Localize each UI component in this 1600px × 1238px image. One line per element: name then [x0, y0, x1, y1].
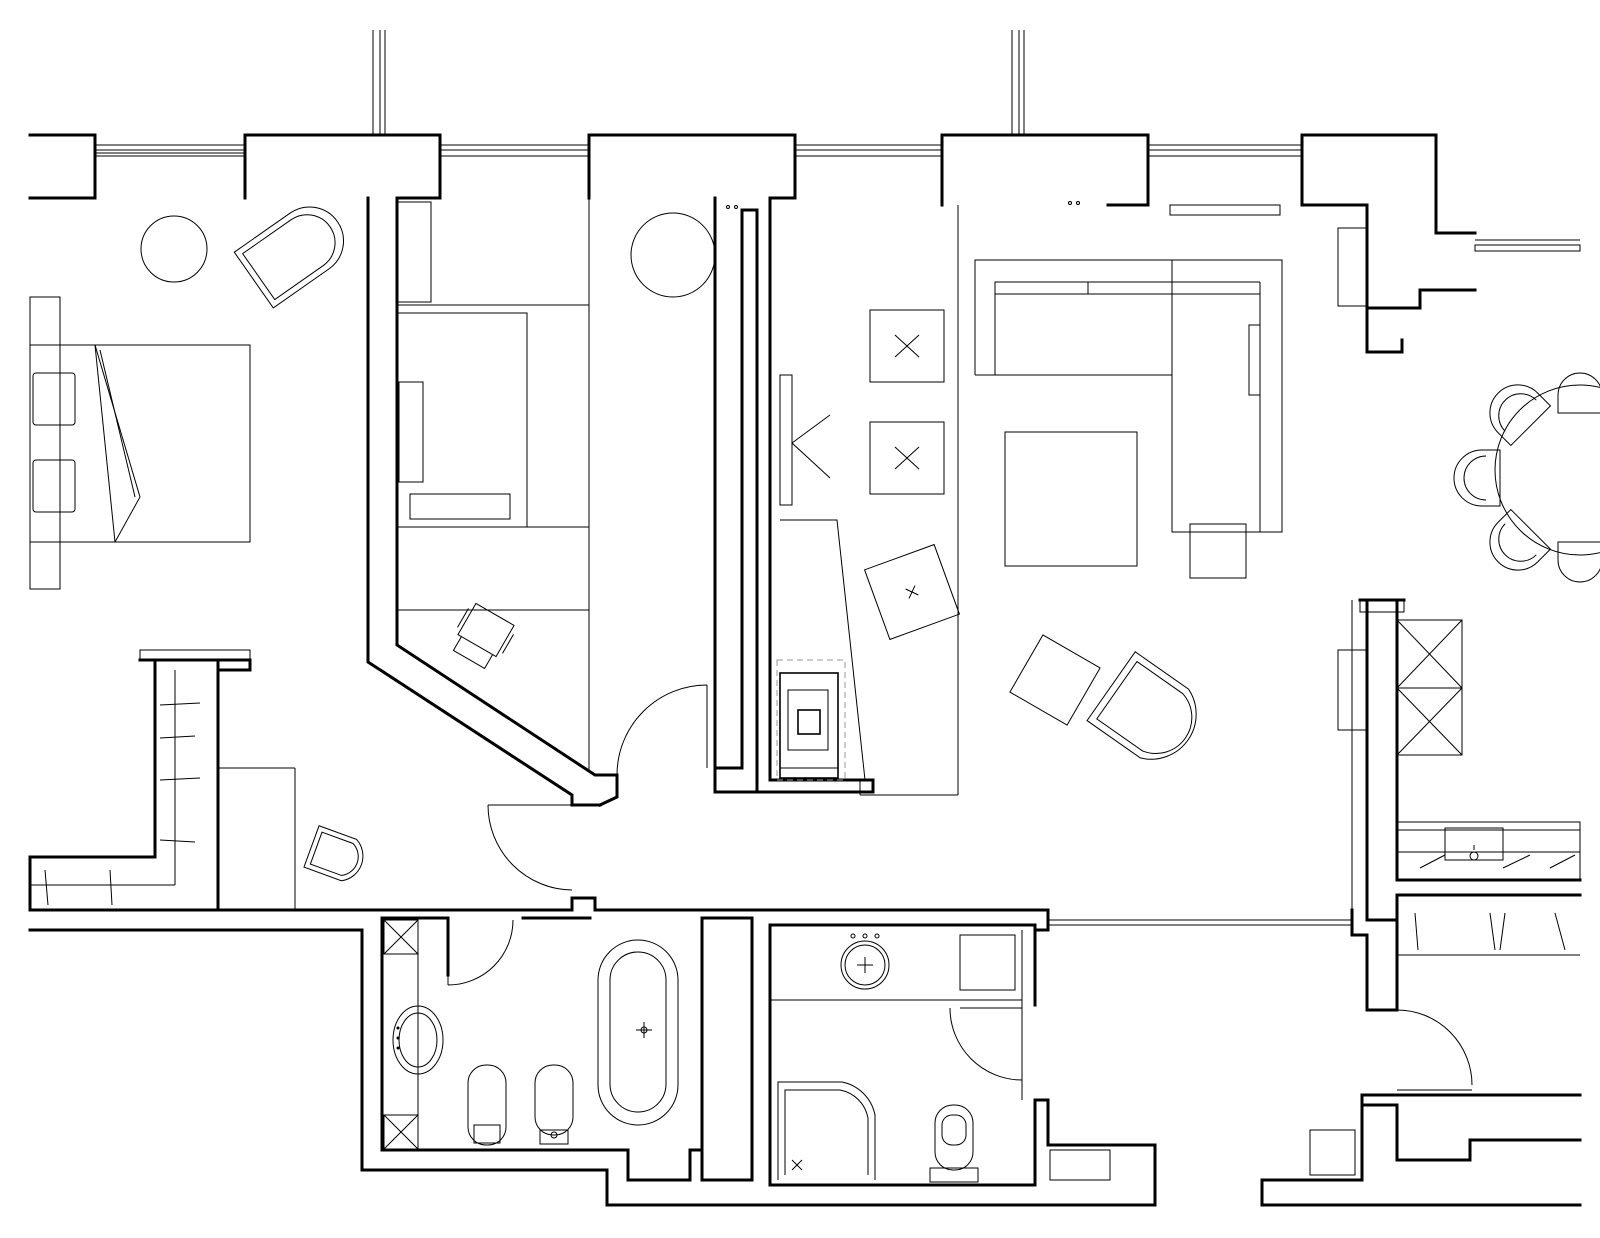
dining-chair [1557, 372, 1600, 414]
shower [777, 1081, 876, 1180]
pillow [32, 459, 76, 513]
armchair [1086, 651, 1197, 760]
l-sofa [974, 259, 1283, 533]
bidet [534, 1064, 574, 1145]
counter [1396, 821, 1581, 881]
wardrobe [28, 649, 364, 912]
shelf [396, 201, 432, 303]
dining-chair [1557, 541, 1600, 583]
dining-area [1453, 372, 1600, 583]
tv-cabinet [1337, 227, 1367, 307]
kitchen [1358, 598, 1582, 922]
ottoman [863, 543, 961, 641]
dining-chair [1489, 508, 1552, 571]
ottoman [869, 421, 945, 495]
sink [1444, 827, 1504, 861]
windows [94, 30, 1581, 252]
bathtub [597, 939, 679, 1126]
study [396, 198, 738, 770]
fireplace [776, 659, 846, 781]
desk-chair [452, 602, 515, 670]
pillow [32, 372, 76, 426]
bathroom-2 [770, 930, 1023, 1183]
bathroom-1 [383, 918, 679, 1150]
coffee-table [1004, 431, 1138, 567]
round-table [630, 212, 716, 298]
toilet [467, 1064, 507, 1146]
hallway [776, 205, 961, 796]
exterior-walls [28, 133, 1477, 807]
toilet [929, 1104, 979, 1183]
living-room [974, 201, 1367, 760]
small-armchair [303, 825, 364, 882]
round-dining-table [1494, 384, 1600, 556]
armchair [233, 206, 344, 309]
desk [396, 312, 528, 528]
pouf [1189, 523, 1247, 579]
round-side-table [140, 215, 208, 283]
doors [487, 684, 708, 891]
washbasin [392, 1005, 444, 1075]
armchair [1009, 634, 1101, 726]
ottoman [869, 309, 945, 383]
dining-chair [1489, 384, 1552, 447]
bedroom [29, 206, 344, 590]
dining-chair [1453, 449, 1501, 507]
corridor-walls [28, 600, 1582, 1207]
washbasin [840, 940, 890, 990]
